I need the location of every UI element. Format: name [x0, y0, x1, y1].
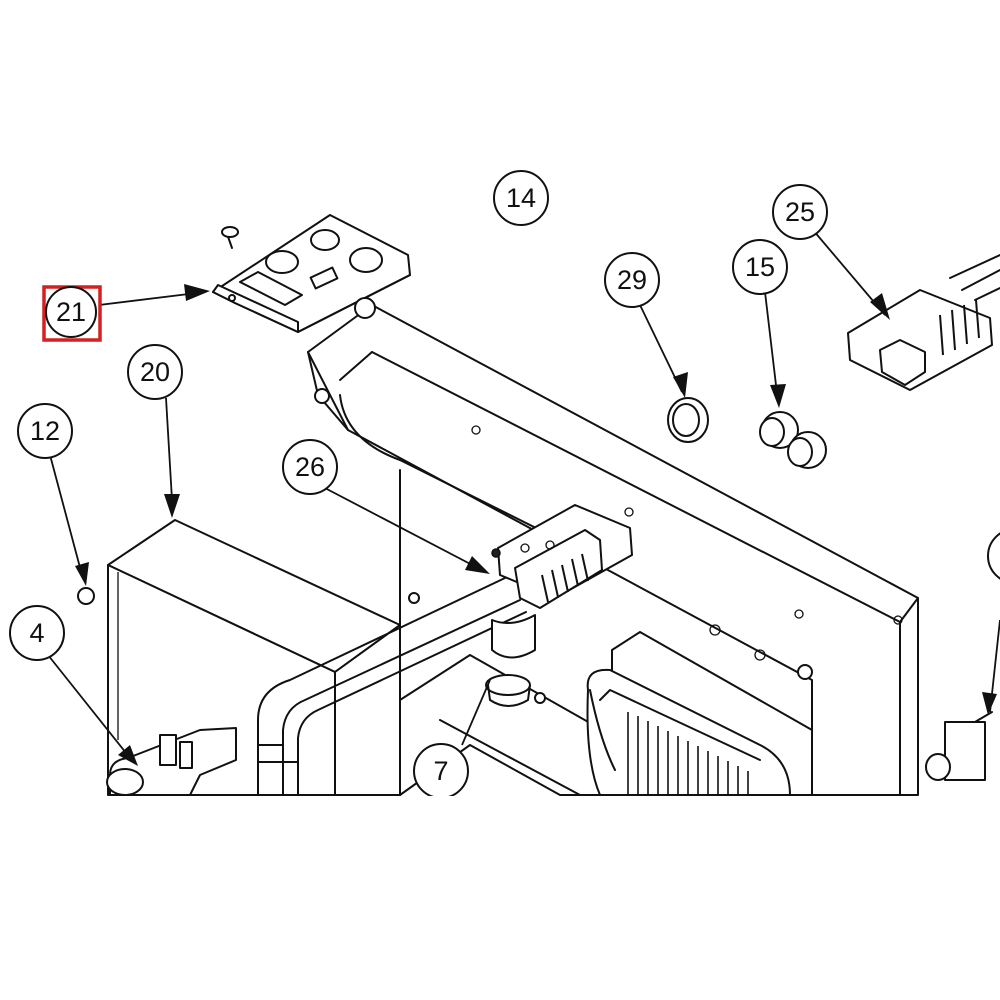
callout-7: 7 — [413, 743, 469, 799]
svg-text:15: 15 — [745, 252, 775, 282]
cable-tube — [257, 577, 527, 796]
crop-mask — [0, 796, 1000, 1000]
control-panel-21 — [212, 214, 411, 333]
callout-26: 26 — [282, 439, 338, 495]
leader-arrowheads — [75, 284, 997, 766]
plug-25 — [847, 254, 1000, 391]
svg-text:20: 20 — [140, 357, 170, 387]
svg-text:14: 14 — [506, 183, 536, 213]
nut-12 — [77, 587, 95, 605]
connector-26 — [491, 504, 633, 609]
svg-text:4: 4 — [29, 618, 44, 648]
callout-20: 20 — [127, 344, 183, 400]
valve-right — [925, 711, 993, 781]
svg-text:29: 29 — [617, 265, 647, 295]
svg-text:21: 21 — [56, 297, 86, 327]
callout-14: 14 — [493, 170, 549, 226]
svg-text:25: 25 — [785, 197, 815, 227]
ring-29 — [667, 397, 709, 443]
callout-15: 15 — [732, 239, 788, 295]
svg-text:12: 12 — [30, 416, 60, 446]
callouts: 14 21 20 12 4 26 7 29 — [9, 170, 1000, 799]
svg-text:26: 26 — [295, 452, 325, 482]
callout-21: 21 — [42, 285, 102, 342]
grommets-15 — [759, 411, 827, 469]
callout-12: 12 — [17, 403, 73, 459]
fitting-7 — [485, 614, 546, 707]
callout-partial-right — [987, 532, 1000, 580]
fan-grille-unit — [586, 668, 791, 796]
callout-25: 25 — [772, 184, 828, 240]
callout-4: 4 — [9, 605, 65, 661]
svg-text:7: 7 — [433, 756, 448, 786]
callout-29: 29 — [604, 252, 660, 308]
